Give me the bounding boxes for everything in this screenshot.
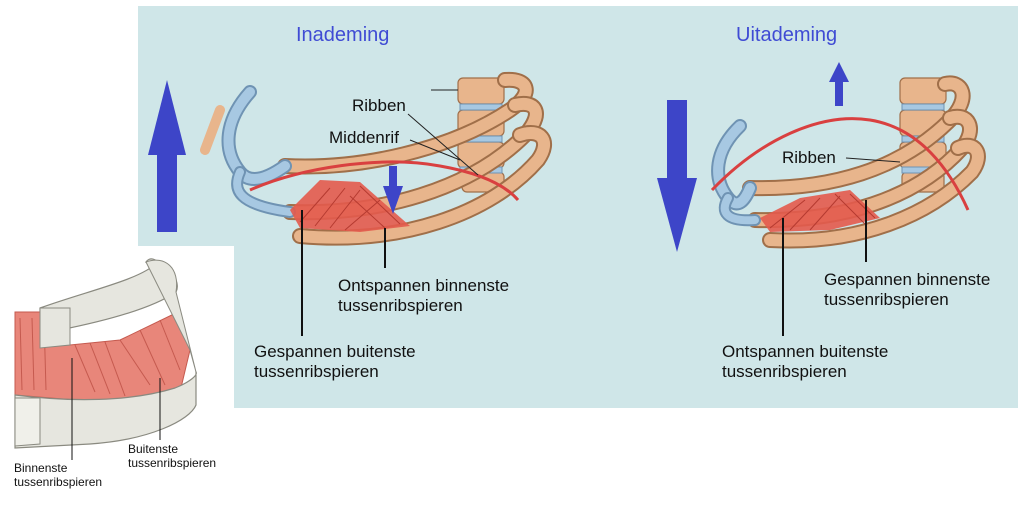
inhale-up-arrow-icon xyxy=(148,80,186,232)
inset-inner-muscles-label: Binnenste tussenribspieren xyxy=(14,461,102,489)
exhale-outer-line2: tussenribspieren xyxy=(722,362,847,381)
exhale-outer-muscles-label: Ontspannen buitenste tussenribspieren xyxy=(722,342,888,382)
exhale-inner-line1: Gespannen binnenste xyxy=(824,270,991,289)
inhale-outer-line1: Gespannen buitenste xyxy=(254,342,416,361)
inhale-inner-line1: Ontspannen binnenste xyxy=(338,276,510,295)
inhale-diaphragm-curve xyxy=(249,160,520,201)
exhale-diaphragm-curve xyxy=(710,117,970,211)
inhale-outer-line2: tussenribspieren xyxy=(254,362,379,381)
inhale-diaphragm-arrow-icon xyxy=(383,166,403,214)
inhale-inner-line2: tussenribspieren xyxy=(338,296,463,315)
inhale-inner-muscles-label: Ontspannen binnenste tussenribspieren xyxy=(338,276,509,316)
inset-outer-line1: Buitenste xyxy=(128,442,179,456)
exhale-ribs-leader xyxy=(845,157,901,163)
exhale-title: Uitademing xyxy=(736,24,837,47)
inhale-muscles xyxy=(290,180,410,232)
inhale-outer-muscles-label: Gespannen buitenste tussenribspieren xyxy=(254,342,416,382)
exhale-muscles xyxy=(760,190,880,232)
inhale-cartilage xyxy=(200,85,296,218)
inset-inner-line2: tussenribspieren xyxy=(14,475,103,489)
exhale-inner-muscles-label: Gespannen binnenste tussenribspieren xyxy=(824,270,990,310)
inhale-diaphragm-leader xyxy=(409,139,461,161)
exhale-ribs-label: Ribben xyxy=(782,148,836,167)
exhale-inner-line2: tussenribspieren xyxy=(824,290,949,309)
inhale-diaphragm-label: Middenrif xyxy=(329,128,399,147)
exhale-outer-line1: Ontspannen buitenste xyxy=(722,342,889,361)
exhale-title-text: Uitademing xyxy=(736,24,838,46)
exhale-down-arrow-icon xyxy=(657,100,697,252)
exhale-diaphragm-arrow-icon xyxy=(829,62,849,106)
exhale-illustration xyxy=(657,62,986,336)
inset-outer-muscles-label: Buitenste tussenribspieren xyxy=(128,442,216,470)
inset-illustration xyxy=(14,258,197,460)
inhale-illustration xyxy=(148,71,552,336)
exhale-cartilage xyxy=(711,119,761,227)
background-panel xyxy=(138,6,1018,408)
inhale-title: Inademing xyxy=(296,24,389,47)
inhale-ribs-label: Ribben xyxy=(352,96,406,115)
inhale-title-text: Inademing xyxy=(296,24,390,46)
inset-outer-line2: tussenribspieren xyxy=(128,456,217,470)
inhale-ribs-leader-2 xyxy=(407,113,479,176)
inset-inner-line1: Binnenste xyxy=(14,461,68,475)
